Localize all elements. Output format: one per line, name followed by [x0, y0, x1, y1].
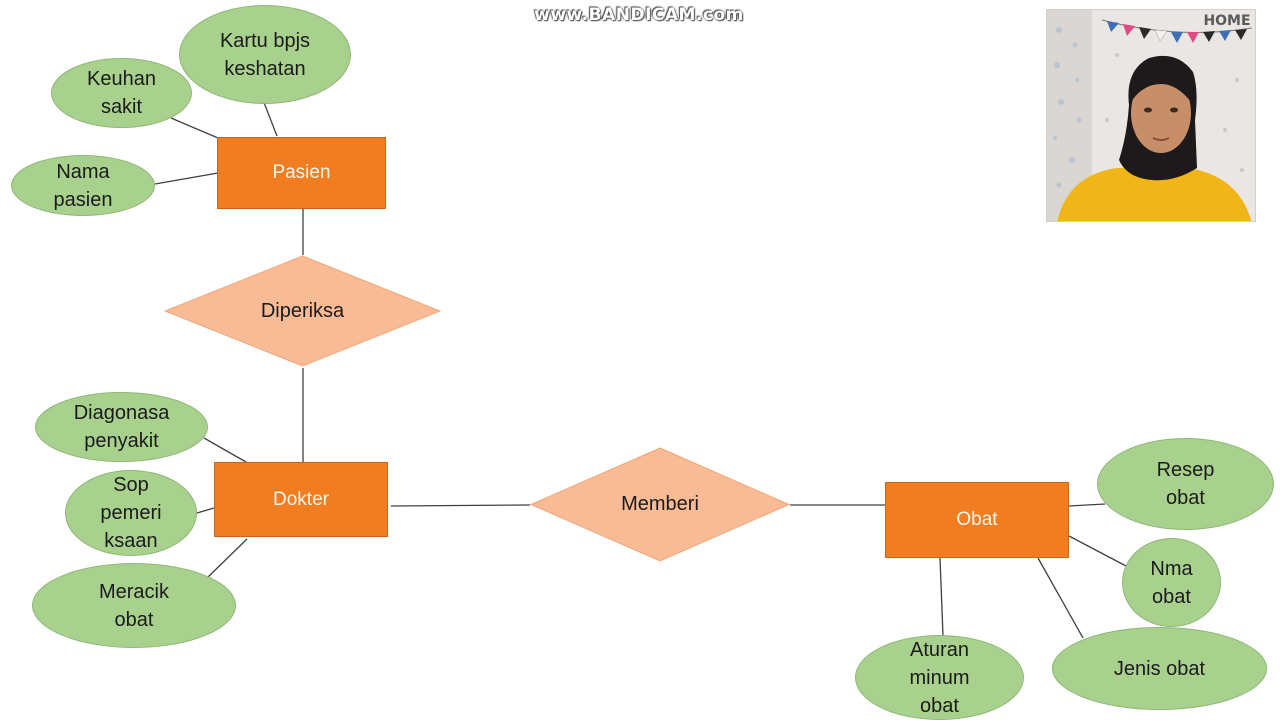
attribute-keuhan-sakit: Keuhan sakit — [51, 58, 192, 128]
connector-dokter-meracik — [207, 538, 248, 578]
relationship-diperiksa: Diperiksa — [164, 255, 441, 367]
relationship-memberi-label: Memberi — [621, 493, 699, 515]
entity-obat: Obat — [885, 482, 1069, 558]
webcam-banner-text: HOME — [1203, 13, 1250, 29]
attribute-aturan-minum-obat: Aturan minum obat — [855, 635, 1024, 720]
entity-dokter: Dokter — [214, 462, 388, 537]
entity-pasien: Pasien — [217, 137, 386, 209]
attribute-diagonasa-penyakit: Diagonasa penyakit — [35, 392, 208, 462]
attribute-kartu-bpjs-keshatan: Kartu bpjs keshatan — [179, 5, 351, 104]
connector-obat-nma — [1068, 535, 1127, 567]
attribute-meracik-obat: Meracik obat — [32, 563, 236, 648]
connector-dokter-diagonasa — [203, 437, 247, 463]
attribute-nama-pasien: Nama pasien — [11, 155, 155, 216]
connector-pasien-kartu-bpjs — [262, 99, 278, 137]
connector-pasien-keuhan-sakit — [170, 117, 219, 139]
relationship-diperiksa-label: Diperiksa — [260, 299, 345, 322]
relationship-memberi: Memberi — [530, 447, 790, 562]
connector-obat-resep — [1068, 503, 1106, 507]
attribute-nma-obat: Nma obat — [1122, 538, 1221, 627]
connector-obat-aturan — [939, 557, 944, 637]
diamond-shape — [164, 255, 441, 367]
presenter-video-frame: HOME — [1047, 10, 1255, 221]
connector-dokter-memberi — [390, 504, 531, 507]
attribute-jenis-obat: Jenis obat — [1052, 627, 1267, 710]
diamond-shape — [530, 447, 790, 562]
connector-pasien-nama-pasien — [154, 172, 219, 185]
attribute-sop-pemeriksaan: Sop pemeri ksaan — [65, 470, 197, 556]
connector-dokter-sop — [196, 507, 215, 514]
webcam-overlay: HOME — [1046, 9, 1256, 222]
connector-obat-jenis — [1037, 557, 1084, 639]
attribute-resep-obat: Resep obat — [1097, 438, 1274, 530]
bandicam-watermark: www.BANDICAM.com — [534, 5, 744, 25]
